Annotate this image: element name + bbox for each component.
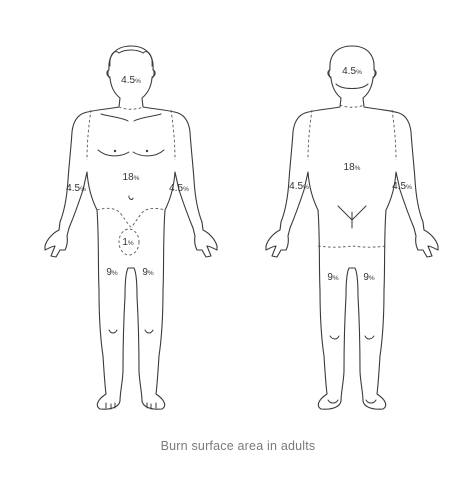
- front-torso-pct: 18%: [123, 172, 140, 183]
- front-knee-right: [144, 329, 154, 334]
- back-ear-right: [372, 69, 377, 78]
- front-ear-right: [151, 69, 156, 78]
- back-figure: 4.5% 18% 4.5% 4.5% 9% 9%: [265, 45, 439, 410]
- front-figure: 4.5% 18% 4.5% 4.5% 1% 9% 9%: [44, 45, 218, 410]
- back-head-pct: 4.5%: [342, 66, 362, 77]
- back-neck-line: [339, 104, 365, 108]
- back-calf-right: [364, 335, 375, 340]
- front-toes-right: [146, 402, 157, 410]
- back-shoulder-line-right: [391, 109, 397, 161]
- front-shoulder-line-left: [86, 109, 92, 161]
- back-hairline: [335, 83, 369, 89]
- back-hip-line: [317, 245, 387, 248]
- back-left-arm-pct: 4.5%: [289, 181, 309, 192]
- front-neck-line: [118, 106, 144, 110]
- front-nipple-left: [113, 149, 117, 153]
- front-hair: [109, 49, 153, 67]
- back-buttocks: [337, 205, 367, 229]
- back-right-leg-pct: 9%: [363, 272, 375, 283]
- front-knee-left: [108, 329, 118, 334]
- back-heel-left: [327, 399, 339, 404]
- back-ear-left: [327, 69, 332, 78]
- back-right-arm-pct: 4.5%: [392, 181, 412, 192]
- back-shoulder-line-left: [307, 109, 313, 161]
- front-shoulder-line-right: [170, 109, 176, 161]
- front-left-leg-pct: 9%: [106, 267, 118, 278]
- front-right-leg-pct: 9%: [142, 267, 154, 278]
- back-left-leg-pct: 9%: [327, 272, 339, 283]
- back-torso-pct: 18%: [344, 162, 361, 173]
- front-nipple-right: [145, 149, 149, 153]
- front-ear-left: [106, 69, 111, 78]
- diagram-caption: Burn surface area in adults: [160, 439, 316, 453]
- front-genital-area: [118, 228, 140, 256]
- front-genitals-pct: 1%: [122, 237, 134, 248]
- front-waist-line: [96, 207, 166, 228]
- front-collarbones: [100, 113, 162, 122]
- front-right-arm-pct: 4.5%: [169, 183, 189, 194]
- front-navel: [128, 195, 134, 200]
- front-head-pct: 4.5%: [121, 75, 141, 86]
- front-body-outline: [44, 45, 218, 410]
- front-toes-left: [105, 402, 116, 410]
- back-calf-left: [329, 335, 340, 340]
- front-chest: [97, 149, 165, 157]
- back-heel-right: [365, 399, 377, 404]
- front-left-arm-pct: 4.5%: [66, 183, 86, 194]
